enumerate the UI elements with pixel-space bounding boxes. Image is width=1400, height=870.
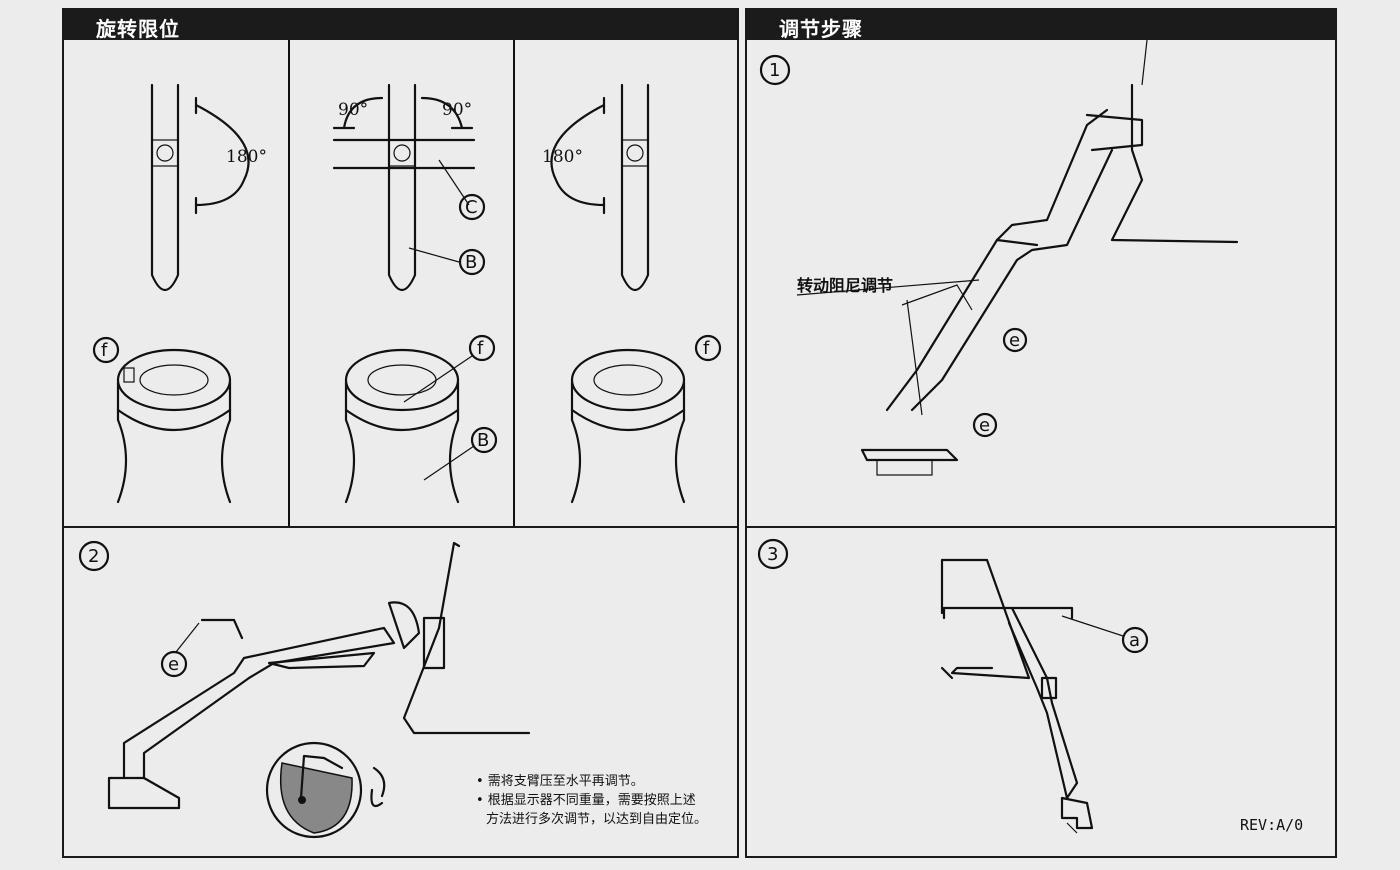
adjust-title: 调节步骤 — [779, 17, 863, 41]
rotation-limit-title: 旋转限位 — [96, 17, 180, 41]
adjust-step2-panel: 2 e • 需将支臂压至水平再调节。 • 根据显示器不同重量，需要按照上述 方法… — [62, 526, 739, 858]
arm-column-3: 180° f — [542, 83, 722, 504]
label-c: C — [465, 197, 478, 218]
angle-90-left: 90° — [338, 100, 368, 120]
rotation-limit-header: 旋转限位 — [64, 10, 737, 41]
label-b-1: B — [465, 252, 477, 273]
step2-number: 2 — [88, 546, 99, 567]
label-e-step1-b: e — [979, 415, 990, 436]
note-line-2: • 根据显示器不同重量，需要按照上述 — [476, 793, 696, 808]
angle-180-right: 180° — [542, 147, 583, 167]
adjust-step3-panel: 3 a REV:A/0 — [745, 526, 1337, 858]
label-f-1: f — [101, 340, 108, 361]
step2-diagram: 2 e — [78, 540, 531, 839]
step3-diagram: 3 a — [757, 538, 1149, 834]
rotation-limit-panel: 旋转限位 180° f — [62, 8, 739, 528]
rotation-diagrams: 180° f 90° 90° C B — [92, 40, 722, 528]
damping-callout: 转动阻尼调节 — [797, 276, 894, 295]
label-f-3: f — [703, 338, 710, 359]
arm-column-1: 180° f — [92, 83, 267, 504]
adjust-header: 调节步骤 — [747, 10, 1335, 41]
arm-column-2: 90° 90° C B f B — [332, 83, 498, 504]
label-f-2: f — [477, 338, 484, 359]
angle-180-left: 180° — [226, 147, 267, 167]
revision-label: REV:A/0 — [1240, 816, 1304, 834]
label-e-step1-a: e — [1009, 330, 1020, 351]
adjust-step1-panel: 调节步骤 1 e e 转动阻尼调节 — [745, 8, 1337, 528]
note-line-1: • 需将支臂压至水平再调节。 — [476, 774, 644, 789]
label-a: a — [1129, 630, 1140, 651]
step2-notes: • 需将支臂压至水平再调节。 • 根据显示器不同重量，需要按照上述 方法进行多次… — [476, 772, 707, 829]
step1-diagram: 1 e e — [759, 39, 1239, 476]
step1-number: 1 — [769, 60, 780, 81]
step3-number: 3 — [767, 544, 778, 565]
label-e-step2: e — [168, 654, 179, 675]
angle-90-right: 90° — [442, 100, 472, 120]
label-b-2: B — [477, 430, 489, 451]
note-line-3: 方法进行多次调节，以达到自由定位。 — [486, 812, 708, 827]
